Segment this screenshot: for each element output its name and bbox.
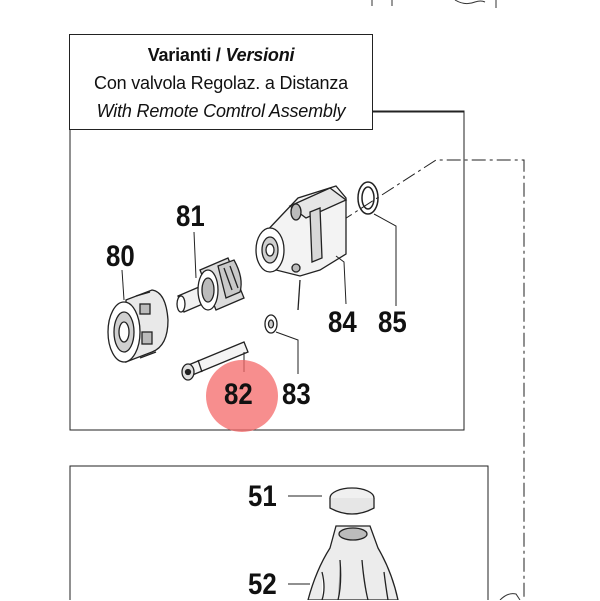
leader-81 (193, 231, 197, 279)
lower-frame (69, 465, 489, 600)
bottom-right-artifact (499, 593, 521, 600)
callout-52: 52 (248, 568, 277, 601)
part-84-valve-body (255, 185, 348, 311)
part-82-screw (181, 341, 249, 381)
callout-83: 83 (282, 378, 311, 411)
title-line-1: Varianti / Versioni (70, 41, 372, 69)
title-versioni: Versioni (225, 45, 295, 65)
callout-82-highlight (206, 360, 278, 432)
title-leader-line (372, 111, 465, 140)
callout-82: 82 (224, 378, 253, 411)
variant-title-box: Varianti / Versioni Con valvola Regolaz.… (69, 34, 373, 130)
part-52-knob (307, 525, 399, 600)
part-51-cap (329, 487, 375, 515)
leader-83 (275, 331, 299, 374)
axis-dashdot-line (339, 159, 525, 600)
part-83-washer (264, 314, 278, 334)
part-80-nut (107, 289, 169, 363)
callout-84: 84 (328, 306, 357, 339)
callout-51: 51 (248, 480, 277, 513)
callout-85: 85 (378, 306, 407, 339)
part-81-valve-stem (176, 257, 245, 313)
leader-85 (373, 213, 397, 306)
callout-80: 80 (106, 240, 135, 273)
top-cropped-artifacts (371, 0, 497, 8)
leader-80 (121, 269, 125, 301)
leader-84 (335, 255, 347, 305)
title-varianti: Varianti / (147, 45, 226, 65)
title-line-2: Con valvola Regolaz. a Distanza (94, 73, 348, 93)
title-line-3: With Remote Comtrol Assembly (96, 101, 346, 121)
part-85-o-ring (357, 181, 379, 215)
callout-81: 81 (176, 200, 205, 233)
